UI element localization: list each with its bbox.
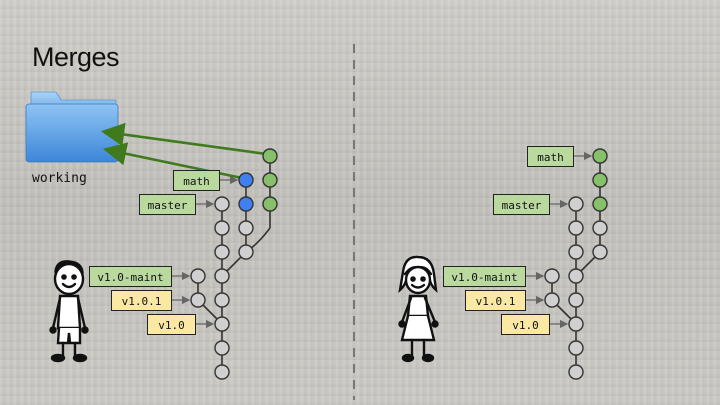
commit-node	[214, 268, 230, 284]
commit-node	[262, 148, 278, 164]
commit-node	[214, 316, 230, 332]
branch-label-maint: v1.0-maint	[89, 266, 172, 287]
branch-label-master: master	[139, 194, 196, 215]
commit-node	[190, 292, 206, 308]
tag-label-v101: v1.0.1	[111, 290, 172, 311]
page-title: Merges	[32, 42, 120, 72]
commit-node	[262, 172, 278, 188]
commit-node	[238, 196, 254, 212]
commit-node	[568, 220, 584, 236]
branch-label-math: math	[527, 146, 574, 167]
right-graph-edges	[551, 156, 601, 372]
folder-icon	[25, 91, 119, 163]
commit-node	[568, 316, 584, 332]
commit-node	[214, 196, 230, 212]
commit-node	[238, 220, 254, 236]
commit-node	[214, 220, 230, 236]
left-commits	[190, 148, 278, 380]
tag-label-v10: v1.0	[501, 314, 550, 335]
commit-node	[214, 340, 230, 356]
boy-figure	[49, 260, 89, 363]
commit-node	[238, 244, 254, 260]
commit-node	[214, 244, 230, 260]
commit-node	[544, 268, 560, 284]
tag-label-v10: v1.0	[147, 314, 196, 335]
commit-node	[568, 292, 584, 308]
commit-node	[568, 196, 584, 212]
girl-figure	[398, 255, 439, 363]
branch-label-master: master	[493, 194, 550, 215]
commit-node	[592, 244, 608, 260]
commit-node	[592, 220, 608, 236]
commit-node	[592, 196, 608, 212]
commit-node	[568, 340, 584, 356]
branch-label-maint: v1.0-maint	[443, 266, 526, 287]
tag-label-v101: v1.0.1	[465, 290, 526, 311]
commit-node	[214, 364, 230, 380]
commit-node	[190, 268, 206, 284]
commit-node	[568, 364, 584, 380]
branch-label-math: math	[173, 170, 220, 191]
commit-node	[544, 292, 560, 308]
working-folder-label: working	[32, 171, 87, 186]
commit-node	[568, 268, 584, 284]
commit-node	[262, 196, 278, 212]
commit-node	[238, 172, 254, 188]
right-label-arrows	[526, 151, 593, 329]
right-commits	[544, 148, 608, 380]
commit-node	[592, 172, 608, 188]
commit-node	[592, 148, 608, 164]
commit-node	[568, 244, 584, 260]
left-label-arrows	[172, 175, 239, 329]
commit-node	[214, 292, 230, 308]
